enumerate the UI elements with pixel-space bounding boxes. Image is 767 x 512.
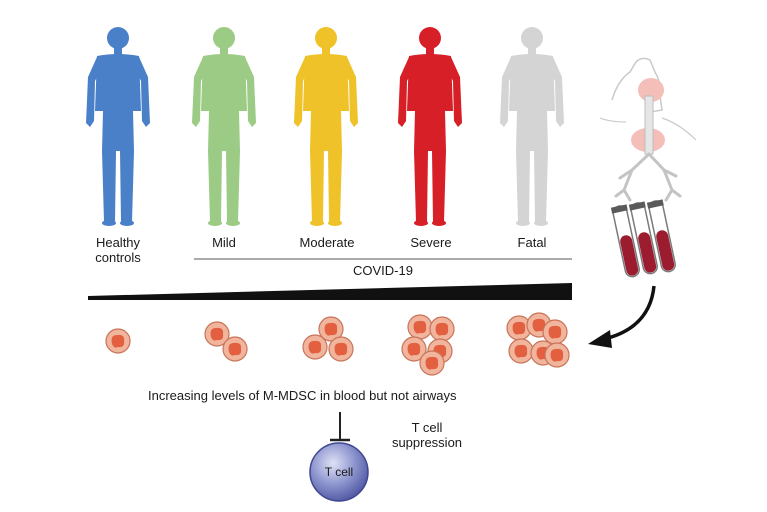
t-cell-icon	[309, 442, 369, 502]
mdsc-cell-icon	[419, 350, 445, 376]
increasing-wedge	[88, 283, 572, 300]
label-healthy-controls: Healthy controls	[84, 235, 152, 265]
curved-arrow-icon	[588, 285, 656, 348]
mdsc-cell-icon	[544, 342, 570, 368]
mdsc-cell-icon	[318, 316, 344, 342]
label-severe: Severe	[410, 235, 452, 250]
mdsc-cell-icon	[105, 328, 131, 354]
figure-fatal	[500, 27, 564, 226]
mdsc-cell-icon	[407, 314, 433, 340]
suppression-line1: T cell	[411, 420, 443, 435]
lung-airway-icon	[599, 57, 697, 202]
mdsc-cell-icon	[328, 336, 354, 362]
label-moderate: Moderate	[299, 235, 355, 250]
label-fatal: Fatal	[517, 235, 547, 250]
mdsc-cell-icon	[508, 338, 534, 364]
suppression-label: T cell suppression	[382, 420, 472, 450]
label-mild: Mild	[212, 235, 236, 250]
mdsc-cells-layer	[105, 312, 570, 376]
label-healthy-line2: controls	[95, 250, 141, 265]
figure-severe	[398, 27, 462, 226]
blood-tube-icon	[610, 199, 676, 278]
figure-moderate	[294, 27, 358, 226]
mdsc-cell-icon	[429, 316, 455, 342]
mdsc-cell-icon	[542, 319, 568, 345]
mdsc-cell-icon	[302, 334, 328, 360]
label-healthy-line1: Healthy	[95, 235, 141, 250]
mdsc-cell-icon	[204, 321, 230, 347]
figure-mild	[192, 27, 256, 226]
mdsc-cell-icon	[222, 336, 248, 362]
covid-19-label: COVID-19	[353, 263, 413, 278]
inhibition-icon	[330, 412, 350, 442]
t-cell-label: T cell	[324, 465, 354, 479]
mdsc-cell-icon	[401, 336, 427, 362]
figure-healthy-controls	[86, 27, 150, 226]
mdsc-caption: Increasing levels of M-MDSC in blood but…	[148, 388, 457, 403]
suppression-line2: suppression	[391, 435, 463, 450]
